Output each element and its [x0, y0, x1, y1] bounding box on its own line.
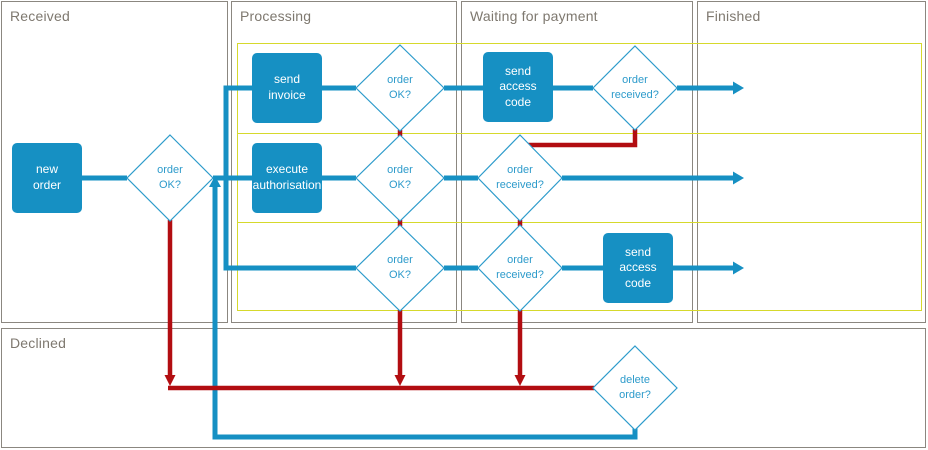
decision-order-received-row1 — [592, 45, 678, 131]
label-order-ok-row1: order OK? — [387, 74, 413, 101]
decision-diamonds — [126, 44, 678, 431]
decision-order-received-row3 — [477, 224, 563, 312]
row-divider-2 — [237, 222, 922, 223]
label-order-received-row1: order received? — [611, 74, 659, 101]
decision-order-ok-row2 — [355, 134, 445, 222]
blue-arrowheads — [209, 81, 744, 275]
arrowhead-right-icon — [733, 171, 744, 185]
decision-order-ok-row3 — [355, 224, 445, 312]
label-order-received-row2: order received? — [496, 164, 544, 191]
decision-order-ok-received — [126, 134, 214, 222]
lane-finished: Finished — [697, 1, 926, 323]
arrowhead-down-icon — [164, 375, 176, 386]
decision-order-ok-row1 — [355, 44, 445, 132]
decision-delete-order — [592, 345, 678, 431]
arrowhead-right-icon — [733, 261, 744, 275]
arrowhead-down-icon — [394, 375, 406, 386]
label-order-ok-row2: order OK? — [387, 164, 413, 191]
task-new-order: new order — [12, 143, 82, 213]
lane-processing: Processing — [231, 1, 457, 323]
row-divider-1 — [237, 133, 922, 134]
decline-connector — [528, 129, 638, 148]
task-execute-authorisation: execute authorisation — [252, 143, 322, 213]
lane-waiting-title: Waiting for payment — [470, 8, 598, 24]
lane-received-title: Received — [10, 8, 70, 24]
label-order-ok-received: order OK? — [157, 164, 183, 191]
task-send-access-code-bottom: send access code — [603, 233, 673, 303]
blue-flow-lines — [82, 85, 734, 440]
lane-declined: Declined — [1, 328, 926, 448]
task-send-invoice: send invoice — [252, 53, 322, 123]
task-send-access-code-top: send access code — [483, 52, 553, 122]
arrowhead-right-icon — [733, 81, 744, 95]
label-order-ok-row3: order OK? — [387, 254, 413, 281]
arrowhead-down-icon — [514, 375, 526, 386]
lane-waiting-for-payment: Waiting for payment — [461, 1, 693, 323]
red-arrowheads — [164, 375, 526, 386]
lane-declined-title: Declined — [10, 335, 67, 351]
lane-finished-title: Finished — [706, 8, 761, 24]
decision-order-received-row2 — [477, 134, 563, 222]
arrowhead-up-icon — [209, 176, 221, 187]
lane-processing-title: Processing — [240, 8, 312, 24]
label-delete-order: delete order? — [619, 374, 651, 401]
label-order-received-row3: order received? — [496, 254, 544, 281]
loop-connector — [212, 184, 638, 440]
